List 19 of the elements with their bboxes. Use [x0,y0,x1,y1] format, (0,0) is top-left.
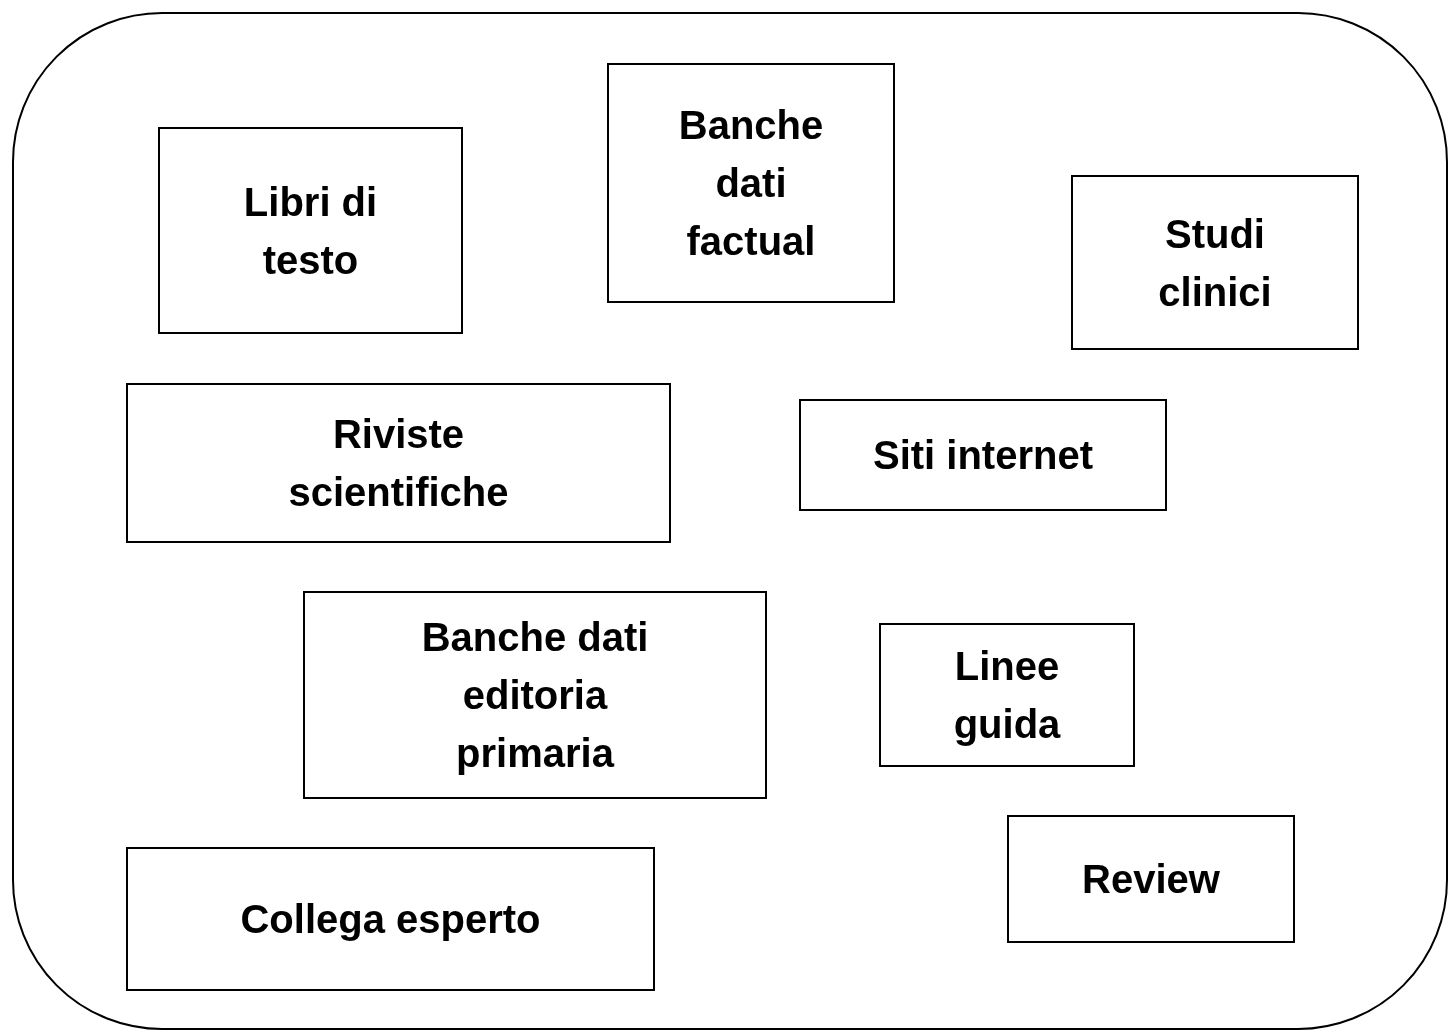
text-box [607,63,895,303]
box-label: Linee guida [952,643,1062,748]
text-box [158,127,463,334]
text-box [799,399,1167,511]
box-label: Collega esperto [240,896,541,943]
text-box [126,847,655,991]
box-label: Banche dati editoria primaria [420,614,650,777]
rounded-frame [12,12,1448,1030]
box-label: Review [1082,856,1220,903]
box-label: Riviste scientifiche [287,411,510,516]
text-box [1071,175,1359,350]
text-box [126,383,671,543]
box-label: Banche dati factual [677,102,825,265]
box-label: Siti internet [873,432,1093,479]
text-box [879,623,1135,767]
text-box [1007,815,1295,943]
box-label: Libri di testo [242,178,379,284]
box-label: Studi clinici [1157,210,1273,316]
text-box [303,591,767,799]
